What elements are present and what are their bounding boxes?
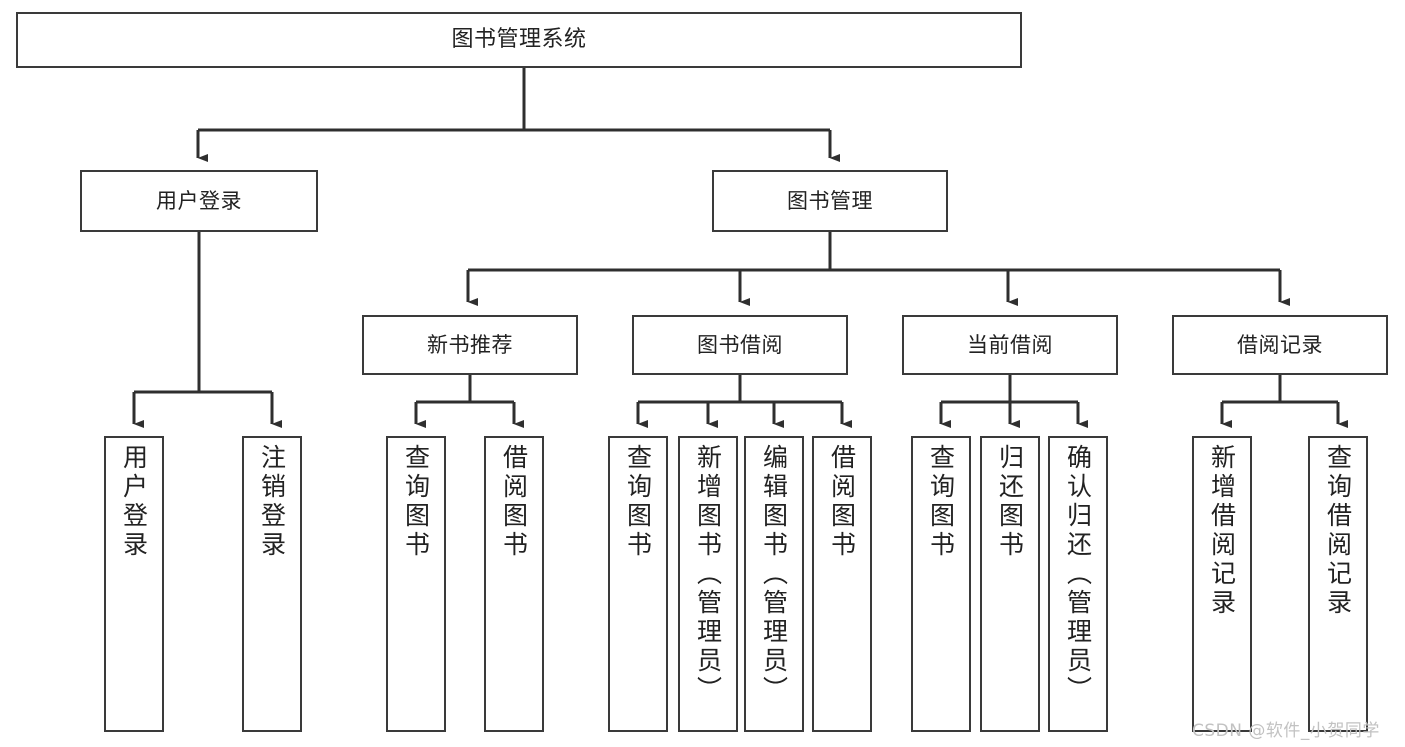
node-label: 用户登录: [119, 444, 149, 560]
node-user-login[interactable]: 用户登录: [80, 170, 318, 232]
csdn-watermark: CSDN @软件_小贺同学: [1192, 721, 1380, 741]
node-current-borrow[interactable]: 当前借阅: [902, 315, 1118, 375]
node-leaf-add-book[interactable]: 新增图书（管理员）: [678, 436, 738, 732]
node-leaf-return-book[interactable]: 归还图书: [980, 436, 1040, 732]
node-label: 查询图书: [926, 444, 956, 560]
node-label: 查询图书: [401, 444, 431, 560]
node-leaf-confirm-return[interactable]: 确认归还（管理员）: [1048, 436, 1108, 732]
node-leaf-query-book-1[interactable]: 查询图书: [386, 436, 446, 732]
node-label: 新增图书（管理员）: [693, 444, 723, 705]
node-leaf-query-record[interactable]: 查询借阅记录: [1308, 436, 1368, 732]
node-leaf-borrow-book-2[interactable]: 借阅图书: [812, 436, 872, 732]
node-label: 借阅图书: [827, 444, 857, 560]
node-label: 图书管理系统: [451, 27, 587, 53]
node-leaf-edit-book[interactable]: 编辑图书（管理员）: [744, 436, 804, 732]
node-label: 图书管理: [787, 188, 873, 213]
node-leaf-logout[interactable]: 注销登录: [242, 436, 302, 732]
node-label: 归还图书: [995, 444, 1025, 560]
node-book-manage[interactable]: 图书管理: [712, 170, 948, 232]
node-book-borrow[interactable]: 图书借阅: [632, 315, 848, 375]
node-label: 注销登录: [257, 444, 287, 560]
node-new-book-recommend[interactable]: 新书推荐: [362, 315, 578, 375]
node-label: 编辑图书（管理员）: [759, 444, 789, 705]
node-label: 查询借阅记录: [1323, 444, 1353, 618]
node-label: 借阅图书: [499, 444, 529, 560]
node-leaf-user-login[interactable]: 用户登录: [104, 436, 164, 732]
node-borrow-record[interactable]: 借阅记录: [1172, 315, 1388, 375]
node-label: 借阅记录: [1237, 332, 1323, 357]
node-label: 当前借阅: [967, 332, 1053, 357]
node-label: 确认归还（管理员）: [1063, 444, 1093, 705]
node-leaf-add-record[interactable]: 新增借阅记录: [1192, 436, 1252, 732]
node-root-system[interactable]: 图书管理系统: [16, 12, 1022, 68]
node-leaf-query-book-3[interactable]: 查询图书: [911, 436, 971, 732]
node-label: 新书推荐: [427, 332, 513, 357]
node-label: 用户登录: [156, 188, 242, 213]
node-leaf-query-book-2[interactable]: 查询图书: [608, 436, 668, 732]
node-leaf-borrow-book-1[interactable]: 借阅图书: [484, 436, 544, 732]
node-label: 查询图书: [623, 444, 653, 560]
node-label: 图书借阅: [697, 332, 783, 357]
node-label: 新增借阅记录: [1207, 444, 1237, 618]
